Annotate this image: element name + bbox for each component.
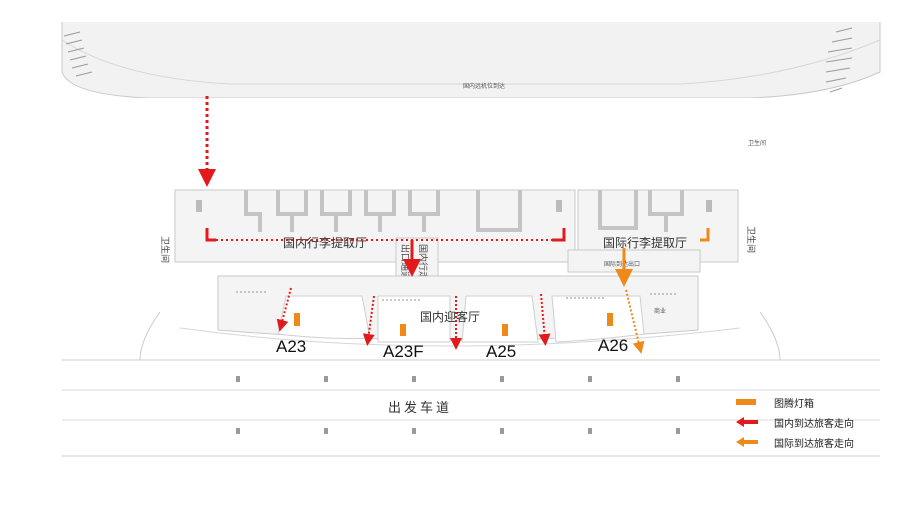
international-baggage-hall-label: 国际行李提取厅 xyxy=(603,235,687,250)
exit-vertical-label: 国内行走 xyxy=(417,244,429,280)
left-parking-lot xyxy=(63,31,93,77)
lightbox-a26 xyxy=(607,313,613,326)
legend-item-international: 国际到达旅客走向 xyxy=(736,432,896,452)
upper-road-curve xyxy=(61,39,881,85)
legend-item-lightbox: 图腾灯箱 xyxy=(736,392,896,412)
international-flow-path xyxy=(615,228,710,354)
exit-corridor-label: 出口通道 xyxy=(399,244,411,280)
right-wall-label: 卫生间 xyxy=(745,226,757,253)
departure-road-label: 出发车道 xyxy=(388,400,452,416)
domestic-baggage-hall-label: 国内行李提取厅 xyxy=(283,235,367,250)
gate-label-a23: A23 xyxy=(276,337,306,356)
shop-label: 商业 xyxy=(654,307,666,315)
top-road-label: 国内远机位到达 xyxy=(463,82,505,90)
left-wall-label: 卫生间 xyxy=(159,236,171,263)
domestic-flow-path xyxy=(198,96,566,350)
orange-arrow-icon xyxy=(736,434,766,450)
international-exit-label: 国际到达出口 xyxy=(604,260,640,268)
arrival-hall-rooms xyxy=(277,295,645,343)
international-exit-box xyxy=(567,249,701,273)
legend-label: 图腾灯箱 xyxy=(774,398,814,410)
gate-label-a23f: A23F xyxy=(383,342,424,361)
lightbox-a23f xyxy=(400,324,406,336)
domestic-carousels xyxy=(244,190,522,232)
lightbox-a25 xyxy=(502,324,508,336)
gate-label-a25: A25 xyxy=(486,342,516,361)
lightbox-bar-icon xyxy=(736,394,766,410)
gate-label-a26: A26 xyxy=(598,336,628,355)
legend-label: 国内到达旅客走向 xyxy=(774,418,854,430)
international-carousels xyxy=(598,190,684,232)
legend-item-domestic: 国内到达旅客走向 xyxy=(736,412,896,432)
small-markers xyxy=(196,200,712,212)
legend-label: 国际到达旅客走向 xyxy=(774,438,854,450)
domestic-baggage-building xyxy=(174,189,576,263)
lightbox-a23 xyxy=(294,313,300,326)
map-legend: 图腾灯箱 国内到达旅客走向 国际到达旅客走向 xyxy=(736,392,896,452)
right-parking-lot xyxy=(825,27,853,93)
road-bollards xyxy=(236,376,680,434)
clinic-label: 卫生间 xyxy=(748,139,766,147)
lightbox-markers xyxy=(294,313,613,336)
domestic-arrival-hall-label: 国内迎客厅 xyxy=(420,309,480,324)
hall-bench-strips xyxy=(236,291,676,301)
red-arrow-icon xyxy=(736,414,766,430)
